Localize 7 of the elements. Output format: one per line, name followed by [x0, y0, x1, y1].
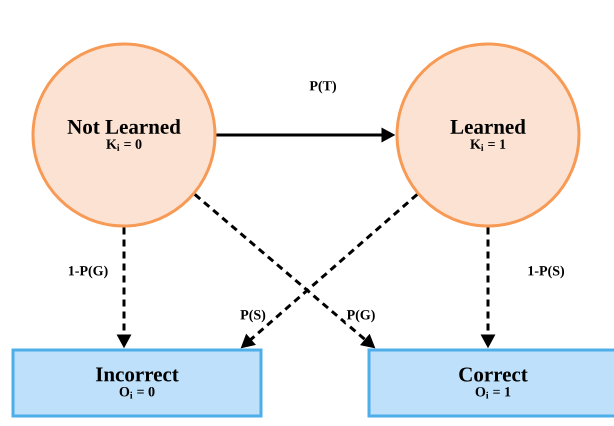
- edge-label: P(T): [308, 80, 338, 94]
- outcome-box: Incorrect O$_{i}$ = 0: [12, 348, 262, 418]
- outcome-box: Correct O$_{i}$ = 1: [368, 348, 614, 418]
- edge-label: P(S): [239, 308, 267, 324]
- edge-label: 1-P(S): [526, 264, 566, 280]
- edge-label: 1-P(G): [66, 264, 110, 280]
- edge-label: P(G): [346, 308, 376, 324]
